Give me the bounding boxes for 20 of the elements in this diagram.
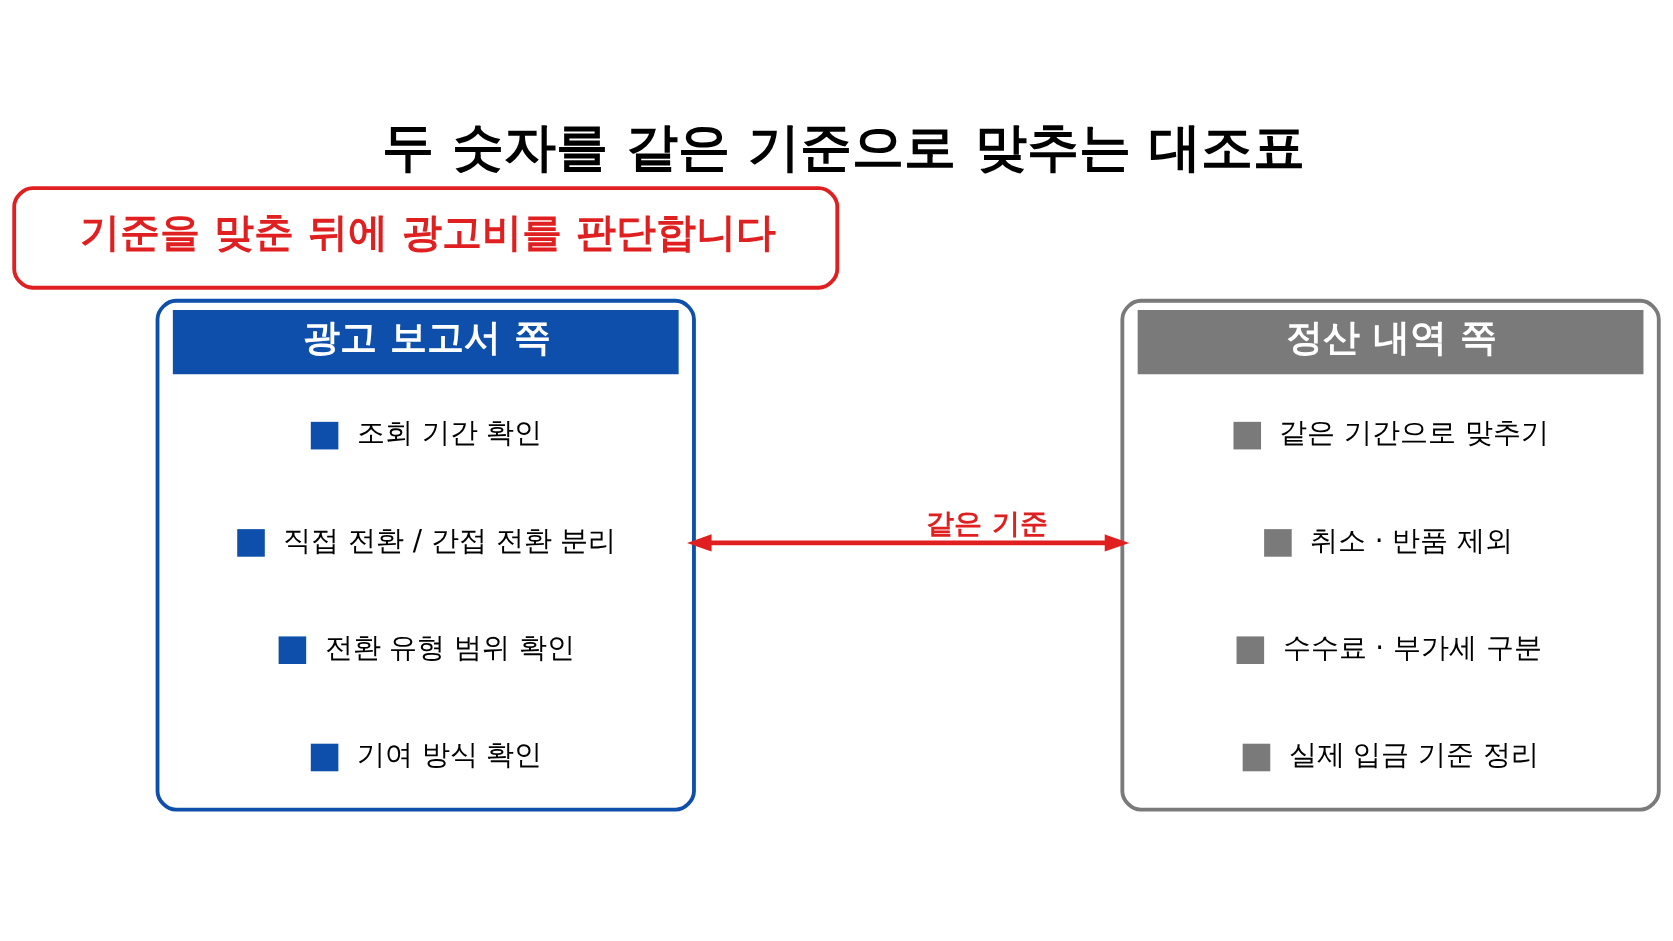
node-box <box>1264 529 1292 557</box>
node-box <box>1242 743 1271 772</box>
node-box <box>1233 421 1262 450</box>
arrow <box>687 534 1130 552</box>
node-label: 같은 기간으로 맞추기 <box>1279 416 1549 450</box>
node-label: 직접 전환 / 간접 전환 분리 <box>283 523 617 557</box>
edge-label: 같은 기준 <box>926 506 1048 540</box>
node-box <box>237 529 265 557</box>
node-label: 취소 · 반품 제외 <box>1310 523 1514 557</box>
node-label: 실제 입금 기준 정리 <box>1288 738 1539 772</box>
node-label: 전환 유형 범위 확인 <box>324 630 575 664</box>
node-label: 조회 기간 확인 <box>356 416 543 450</box>
node-box <box>310 743 339 772</box>
node-label: 기여 방식 확인 <box>356 738 543 772</box>
node-box <box>310 421 339 450</box>
node-label: 수수료 · 부가세 구분 <box>1282 630 1542 664</box>
diagram-title: 두 숫자를 같은 기준으로 맞추는 대조표 <box>382 117 1305 178</box>
node-box: 기준을 맞춘 뒤에 광고비를 판단합니다 <box>12 186 840 290</box>
node-box <box>1236 636 1265 664</box>
node-box <box>278 636 307 664</box>
